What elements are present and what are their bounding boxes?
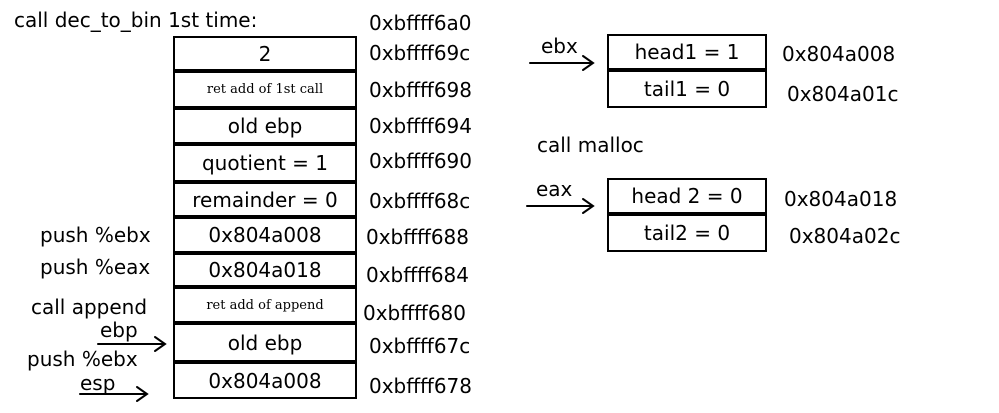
stack-cell-esp-top: 0x804a008 bbox=[173, 362, 357, 399]
stack-top-address: 0xbffff6a0 bbox=[369, 11, 472, 35]
label-call-append: call append bbox=[31, 295, 148, 319]
stack-cell-remainder: remainder = 0 bbox=[173, 182, 357, 217]
stack-address: 0xbffff67c bbox=[369, 334, 471, 358]
stack-address: 0xbffff678 bbox=[369, 374, 472, 398]
stack-address: 0xbffff698 bbox=[369, 78, 472, 102]
stack-cell-old-ebp: old ebp bbox=[173, 108, 357, 144]
heap-address-head1: 0x804a008 bbox=[782, 42, 896, 66]
heap-cell-tail1: tail1 = 0 bbox=[607, 70, 767, 108]
label-ebx: ebx bbox=[541, 34, 578, 58]
stack-address: 0xbffff684 bbox=[366, 263, 469, 287]
heap-address-head2: 0x804a018 bbox=[784, 187, 898, 211]
stack-address: 0xbffff690 bbox=[369, 149, 472, 173]
heap-cell-head1: head1 = 1 bbox=[607, 34, 767, 70]
heap-address-tail1: 0x804a01c bbox=[787, 82, 899, 106]
label-push-ebx: push %ebx bbox=[40, 223, 151, 247]
diagram-title: call dec_to_bin 1st time: bbox=[14, 8, 258, 32]
heap-cell-head2: head 2 = 0 bbox=[607, 178, 767, 214]
stack-address: 0xbffff688 bbox=[366, 225, 469, 249]
heap-cell-tail2: tail2 = 0 bbox=[607, 214, 767, 252]
stack-cell-arg: 2 bbox=[173, 36, 357, 71]
stack-cell-quotient: quotient = 1 bbox=[173, 144, 357, 182]
heap-address-tail2: 0x804a02c bbox=[789, 224, 901, 248]
stack-address: 0xbffff68c bbox=[369, 189, 471, 213]
label-ebp: ebp bbox=[100, 318, 138, 342]
ebp-arrow-icon bbox=[97, 336, 167, 352]
stack-cell-ret-append: ret add of append bbox=[173, 287, 357, 323]
stack-cell-pushed-eax: 0x804a018 bbox=[173, 253, 357, 287]
label-push-ebx-2: push %ebx bbox=[27, 347, 138, 371]
stack-cell-old-ebp-append: old ebp bbox=[173, 323, 357, 362]
esp-arrow-icon bbox=[79, 386, 149, 402]
label-eax: eax bbox=[536, 177, 573, 201]
eax-arrow-icon bbox=[526, 198, 595, 214]
stack-cell-ret-first-call: ret add of 1st call bbox=[173, 71, 357, 108]
ebx-arrow-icon bbox=[529, 55, 595, 71]
stack-cell-pushed-ebx: 0x804a008 bbox=[173, 217, 357, 253]
stack-address: 0xbffff694 bbox=[369, 114, 472, 138]
stack-address: 0xbffff69c bbox=[369, 41, 471, 65]
label-esp: esp bbox=[80, 371, 116, 395]
stack-address: 0xbffff680 bbox=[363, 301, 466, 325]
label-push-eax: push %eax bbox=[40, 255, 151, 279]
label-call-malloc: call malloc bbox=[537, 133, 644, 157]
